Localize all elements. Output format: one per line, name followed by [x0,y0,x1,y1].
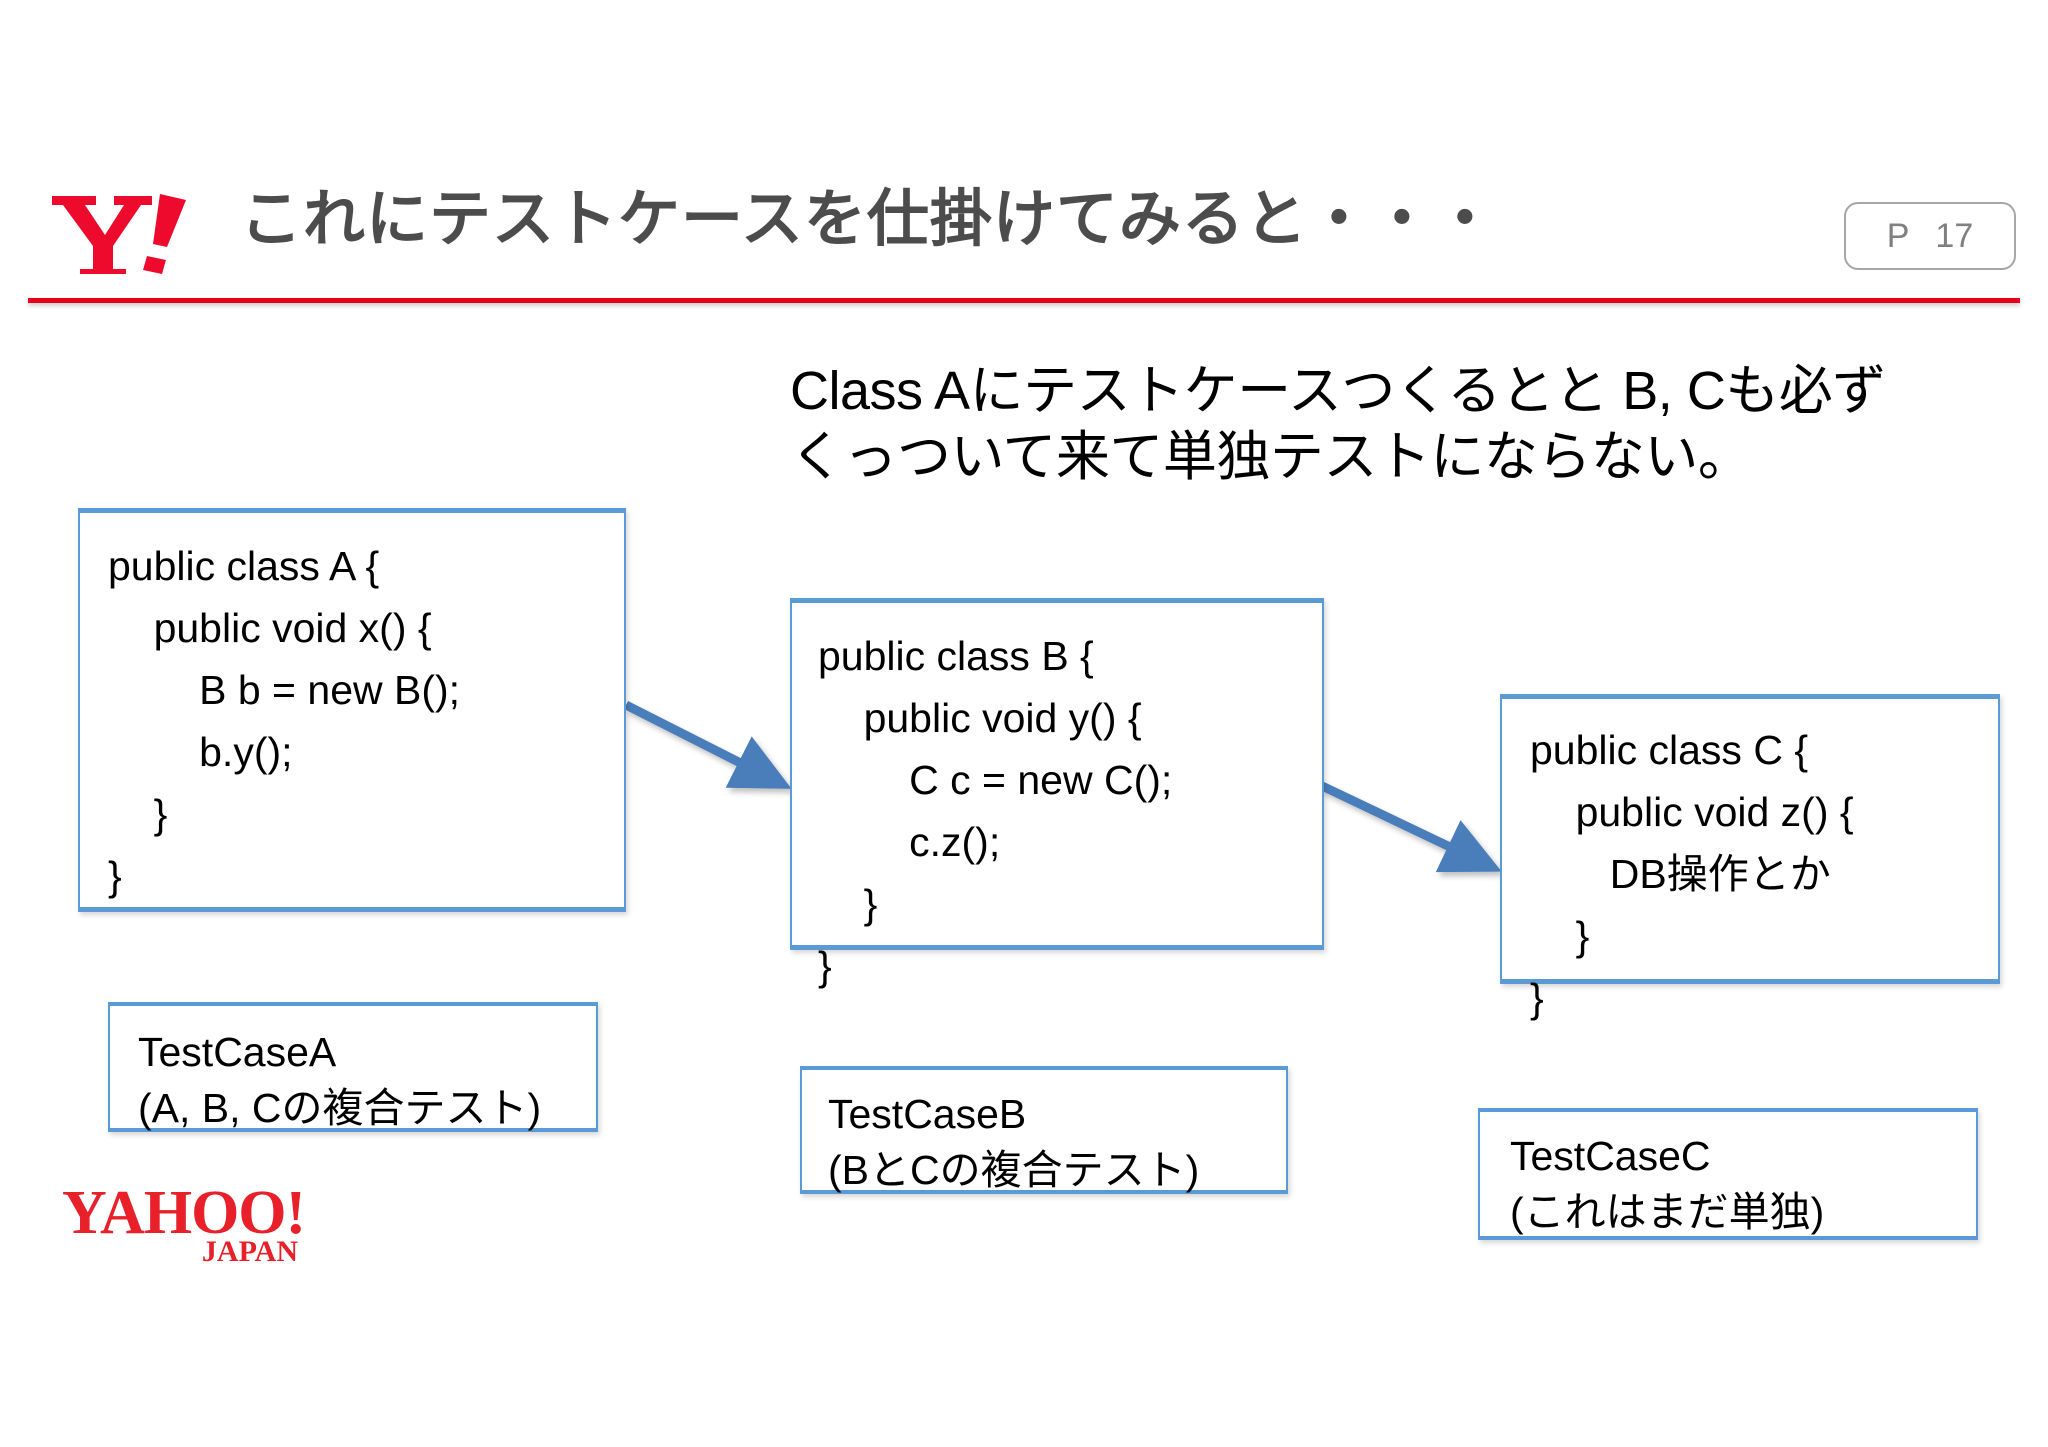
yahoo-y-logo-icon [48,178,198,274]
test-box-testcase-a: TestCaseA (A, B, Cの複合テスト) [108,1002,598,1132]
code-line: C c = new C(); [818,757,1173,803]
code-line: c.z(); [818,819,1001,865]
lead-line-2: くっついて来て単独テストにならない。 [790,427,1752,487]
code-line: public class A { [108,543,380,589]
testcase-note: (A, B, Cの複合テスト) [138,1085,542,1131]
code-line: public class B { [818,633,1094,679]
code-line: public void y() { [818,695,1142,741]
test-box-testcase-b: TestCaseB (BとCの複合テスト) [800,1066,1288,1194]
code-box-class-b: public class B { public void y() { C c =… [790,598,1324,989]
code-line: } [1530,913,1590,959]
code-line: } [818,943,832,989]
code-line: public void x() { [108,605,432,651]
testcase-title: TestCaseC [1510,1133,1711,1179]
arrow-class-b-to-c [1318,780,1502,873]
testcase-note: (これはまだ単独) [1510,1189,1825,1235]
yahoo-japan-wordmark: YAHOO! [62,1179,306,1247]
code-box-class-c: public class C { public void z() { DB操作と… [1500,694,2000,1021]
page-badge-label: P [1886,216,1910,255]
page-badge-number: 17 [1935,216,1974,255]
code-line: b.y(); [108,729,293,775]
testcase-note: (BとCの複合テスト) [828,1147,1200,1193]
testcase-title: TestCaseB [828,1091,1027,1137]
lead-description: Class Aにテストケースつくるとと B, Cも必ず くっついて来て単独テスト… [790,358,1990,490]
testcase-title: TestCaseA [138,1029,337,1075]
yahoo-japan-subtext: JAPAN [201,1235,298,1268]
code-line: } [108,791,168,837]
yahoo-japan-logo: YAHOO! JAPAN [62,1179,312,1271]
page-title: これにテストケースを仕掛けてみると・・・ [240,185,1497,254]
arrow-class-a-to-b [623,700,792,789]
header-divider-rule [28,296,2020,303]
code-line: } [818,881,878,927]
code-box-class-a: public class A { public void x() { B b =… [78,508,626,912]
page-number-badge: P 17 [1844,202,2016,270]
code-line: B b = new B(); [108,667,461,713]
code-line: DB操作とか [1530,851,1831,897]
test-box-testcase-c: TestCaseC (これはまだ単独) [1478,1108,1978,1240]
code-line: } [108,853,122,899]
code-line: public class C { [1530,727,1809,773]
code-line: public void z() { [1530,789,1854,835]
code-line: } [1530,975,1544,1021]
lead-line-1: Class Aにテストケースつくるとと B, Cも必ず [790,361,1886,421]
